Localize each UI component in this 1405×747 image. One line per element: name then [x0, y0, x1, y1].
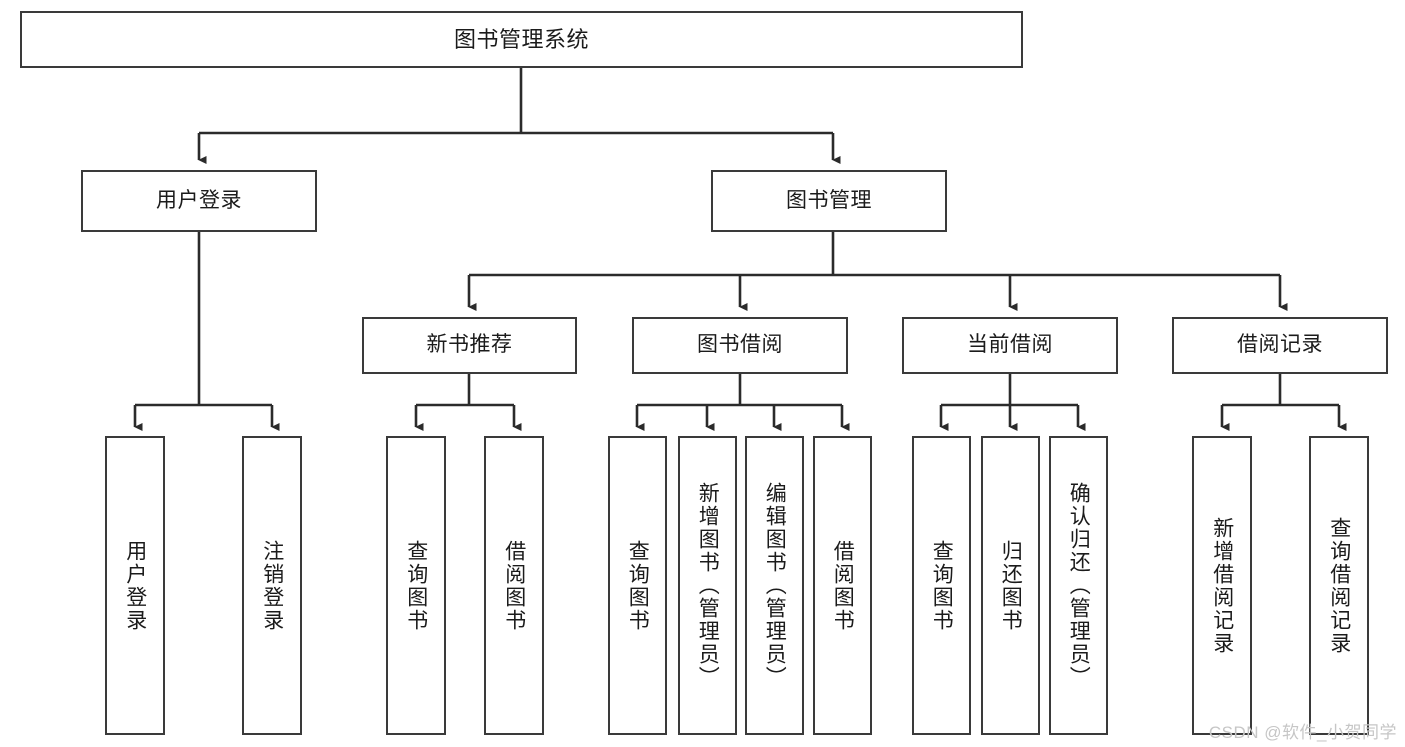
node-label: 查询图书 [404, 539, 428, 632]
node-label: 用户登录 [123, 539, 147, 632]
node-label: 查询借阅记录 [1327, 516, 1351, 655]
node-borrow-record[interactable]: 借阅记录 [1172, 317, 1388, 374]
node-label: 新增图书（管理员） [696, 482, 720, 689]
node-label: 图书管理 [786, 188, 872, 212]
node-leaf-query-book-current[interactable]: 查询图书 [912, 436, 971, 735]
node-new-book-recommend[interactable]: 新书推荐 [362, 317, 577, 374]
node-label: 查询图书 [626, 539, 650, 632]
node-leaf-return-book[interactable]: 归还图书 [981, 436, 1040, 735]
csdn-watermark: CSDN @软件_小贺同学 [1208, 723, 1397, 742]
node-label: 图书管理系统 [453, 26, 589, 52]
node-leaf-logout-login[interactable]: 注销登录 [242, 436, 302, 735]
node-current-borrow[interactable]: 当前借阅 [902, 317, 1118, 374]
node-label: 当前借阅 [967, 333, 1053, 357]
node-leaf-query-book-borrow[interactable]: 查询图书 [608, 436, 667, 735]
node-label: 借阅记录 [1237, 333, 1323, 357]
node-user-login[interactable]: 用户登录 [81, 170, 317, 232]
node-label: 确认归还（管理员） [1067, 482, 1091, 689]
node-leaf-query-borrow-record[interactable]: 查询借阅记录 [1309, 436, 1369, 735]
node-leaf-edit-book[interactable]: 编辑图书（管理员） [745, 436, 804, 735]
node-leaf-add-book[interactable]: 新增图书（管理员） [678, 436, 737, 735]
node-root-book-management-system[interactable]: 图书管理系统 [20, 11, 1023, 68]
node-label: 注销登录 [260, 539, 284, 632]
node-leaf-add-borrow-record[interactable]: 新增借阅记录 [1192, 436, 1252, 735]
node-label: 编辑图书（管理员） [763, 482, 787, 689]
node-book-borrow[interactable]: 图书借阅 [632, 317, 848, 374]
node-book-management[interactable]: 图书管理 [711, 170, 947, 232]
node-label: 查询图书 [930, 539, 954, 632]
node-leaf-borrow-book-recommend[interactable]: 借阅图书 [484, 436, 544, 735]
node-leaf-confirm-return[interactable]: 确认归还（管理员） [1049, 436, 1108, 735]
node-label: 图书借阅 [697, 333, 783, 357]
node-leaf-query-book-recommend[interactable]: 查询图书 [386, 436, 446, 735]
node-label: 用户登录 [156, 188, 242, 212]
node-label: 新增借阅记录 [1210, 516, 1234, 655]
node-label: 新书推荐 [426, 333, 513, 357]
node-label: 借阅图书 [502, 539, 526, 632]
node-leaf-user-login[interactable]: 用户登录 [105, 436, 165, 735]
node-label: 归还图书 [999, 539, 1023, 632]
node-leaf-borrow-book[interactable]: 借阅图书 [813, 436, 872, 735]
node-label: 借阅图书 [831, 539, 855, 632]
